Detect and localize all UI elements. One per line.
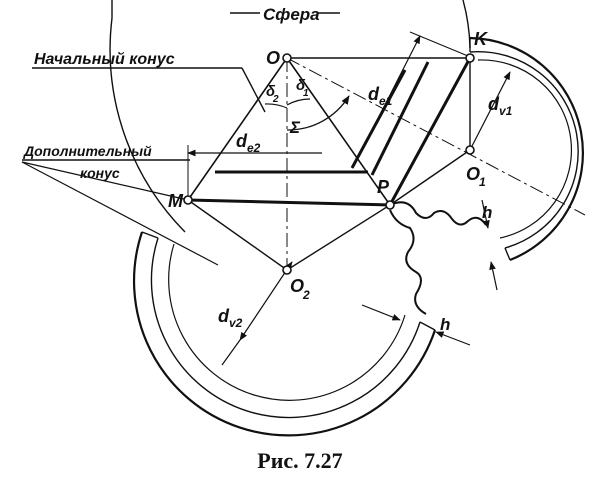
svg-text:v2: v2 [229, 316, 243, 330]
delta1-arc [286, 98, 311, 106]
label-O: O [266, 48, 280, 68]
svg-text:O: O [290, 276, 304, 296]
label-sigma: Σ [289, 118, 301, 137]
svg-text:1: 1 [479, 175, 486, 189]
label-dv1: d v1 [488, 94, 513, 118]
point-O2 [282, 265, 292, 275]
dv2-dimension [239, 261, 293, 341]
point-P [385, 200, 395, 210]
additional-cone-leader-2 [21, 161, 189, 201]
additional-cone-label-1: Дополнительный [23, 143, 152, 159]
sigma-arc [286, 95, 350, 131]
additional-cone-label-2: конус [80, 165, 120, 181]
cone-line-O-P [286, 57, 391, 206]
h-right-arrow-top [481, 199, 490, 229]
svg-text:d: d [236, 131, 248, 151]
label-dv2: d v2 [218, 306, 243, 330]
gear2-profile [132, 231, 437, 437]
chord-inner-1a [370, 61, 430, 176]
line-O2-M [187, 199, 288, 271]
label-O2: O 2 [290, 276, 310, 302]
gear-teeth [389, 201, 487, 315]
point-O [282, 53, 292, 63]
point-K [465, 53, 475, 63]
gear1-profile [469, 36, 584, 262]
line-O2-P [286, 204, 391, 271]
sphere-label: Сфера [263, 5, 320, 24]
point-O1 [465, 145, 475, 155]
h-bottom-arrow-right [435, 331, 471, 346]
chord-M-P [187, 198, 391, 207]
label-h-right: h [482, 203, 492, 222]
de1-ext [409, 31, 469, 57]
point-M [183, 195, 193, 205]
line-P-O1 [389, 149, 471, 206]
label-de2: d e2 [236, 131, 261, 155]
delta2-arc [264, 103, 288, 109]
axis-gear1 [286, 57, 586, 216]
dv1-dimension [469, 71, 511, 151]
chord-K-P [388, 57, 472, 206]
cone-line-O-M [187, 57, 288, 201]
initial-cone-leader-diag [241, 67, 266, 113]
svg-text:O: O [466, 164, 480, 184]
label-delta1: δ 1 [296, 77, 309, 99]
initial-cone-label: Начальный конус [34, 51, 175, 68]
sphere-arc-left [109, 17, 186, 233]
svg-text:δ: δ [296, 77, 306, 94]
label-delta2: δ 2 [266, 83, 279, 105]
additional-cone-leader-1 [21, 161, 219, 266]
label-de1: d e1 [368, 84, 393, 108]
svg-text:d: d [218, 306, 230, 326]
dv2-ext [221, 339, 241, 366]
svg-text:δ: δ [266, 83, 276, 100]
label-M: M [168, 191, 184, 211]
svg-text:v1: v1 [499, 104, 513, 118]
svg-text:1: 1 [303, 88, 309, 99]
label-O1: O 1 [466, 164, 486, 189]
label-h-bottom: h [440, 315, 450, 334]
h-bottom-arrow-left [361, 304, 401, 321]
svg-text:d: d [368, 84, 380, 104]
figure-caption: Рис. 7.27 [257, 448, 343, 473]
label-K: K [474, 29, 489, 49]
de1-dimension [361, 35, 421, 151]
svg-text:2: 2 [272, 94, 279, 105]
svg-text:d: d [488, 94, 500, 114]
svg-text:e1: e1 [379, 94, 393, 108]
chord-inner-1b [350, 69, 407, 169]
h-right-arrow-bottom [489, 261, 498, 291]
svg-text:2: 2 [302, 288, 310, 302]
label-P: P [377, 177, 390, 197]
svg-text:e2: e2 [247, 141, 261, 155]
